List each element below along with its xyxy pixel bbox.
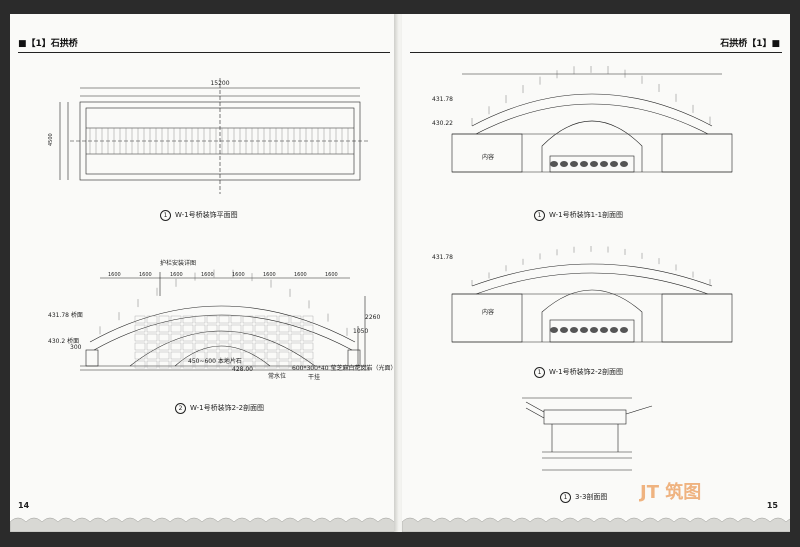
elev2-label-a: 431.78: [432, 254, 453, 261]
dim-left-300: 300: [70, 344, 82, 351]
section-dim-label: 1600: [232, 272, 245, 278]
section-dim-label: 1600: [139, 272, 152, 278]
bridge-elevation-2-drawing: [451, 246, 733, 343]
section-caption-number: 2: [175, 403, 186, 414]
elevation1-caption: 1 W-1号桥装饰1-1剖面图: [534, 210, 623, 221]
decorative-wave-border-right: [402, 517, 790, 532]
stone-label: 450~600 本地片石: [188, 358, 242, 365]
elevation2-caption-text: W-1号桥装饰2-2剖面图: [549, 368, 624, 376]
railing-detail-label: 护栏安装详图: [160, 260, 197, 267]
section-dim-label: 1600: [325, 272, 338, 278]
section-dim-label: 1600: [294, 272, 307, 278]
left-page-header: ■【1】石拱桥: [18, 39, 78, 49]
section-3-3-detail-drawing: [522, 397, 653, 471]
plan-caption: 1 W-1号桥装饰平面图: [160, 210, 238, 221]
decorative-wave-border: [10, 517, 398, 532]
header-rule-right: [410, 52, 782, 53]
elevation-top-label: 431.78 桥面: [48, 312, 83, 319]
right-page-number: 15: [766, 501, 778, 510]
elevation1-caption-text: W-1号桥装饰1-1剖面图: [549, 211, 624, 219]
bridge-plan-drawing: 15200 4500: [48, 78, 370, 194]
detail-caption: 1 3-3剖面图: [560, 492, 607, 503]
section-dim-label: 1600: [170, 272, 183, 278]
plan-caption-text: W-1号桥装饰平面图: [175, 211, 238, 219]
elevation-low-label: 430.2 桥面: [48, 338, 80, 345]
elevation2-caption-number: 1: [534, 367, 545, 378]
bridge-section-drawing: 1600 1600 1600 1600 1600 1600 1600 1600: [80, 269, 370, 371]
slab-label-2: 干挂: [308, 374, 321, 381]
elev1-label-b: 430.22: [432, 120, 453, 127]
left-page-number: 14: [18, 501, 30, 510]
section-dim-label: 1600: [263, 272, 276, 278]
water-level-label: 常水位: [268, 373, 287, 380]
elevation1-caption-number: 1: [534, 210, 545, 221]
right-page: 石拱桥【1】■ 431.78 430.22 内容 1 W-1号桥装饰1-1剖面图: [402, 14, 790, 532]
elev1-label-d: 内容: [482, 154, 495, 161]
section-dim-label: 1600: [201, 272, 214, 278]
section-caption-text: W-1号桥装饰2-2剖面图: [190, 404, 265, 412]
elev1-label-a: 431.78: [432, 96, 453, 103]
elev2-label-d: 内容: [482, 309, 495, 316]
plan-total-dim: 15200: [210, 80, 229, 87]
slab-label: 600*300*40 莹芝麻白花岗岩（光面）: [292, 365, 397, 372]
header-rule: [18, 52, 390, 53]
plan-caption-number: 1: [160, 210, 171, 221]
dim-right-2260: 2260: [365, 314, 381, 321]
jt-watermark-logo: JT 筑图: [640, 482, 702, 503]
right-page-header: 石拱桥【1】■: [720, 39, 780, 49]
dim-right-1050: 1050: [353, 328, 369, 335]
bridge-elevation-1-drawing: [451, 66, 733, 173]
section-dim-label: 1600: [108, 272, 121, 278]
detail-caption-text: 3-3剖面图: [575, 493, 608, 501]
water-level-value: 428.00: [232, 366, 253, 373]
elevation2-caption: 1 W-1号桥装饰2-2剖面图: [534, 367, 623, 378]
section-caption: 2 W-1号桥装饰2-2剖面图: [175, 403, 264, 414]
plan-width-dim: 4500: [48, 133, 54, 146]
detail-caption-number: 1: [560, 492, 571, 503]
